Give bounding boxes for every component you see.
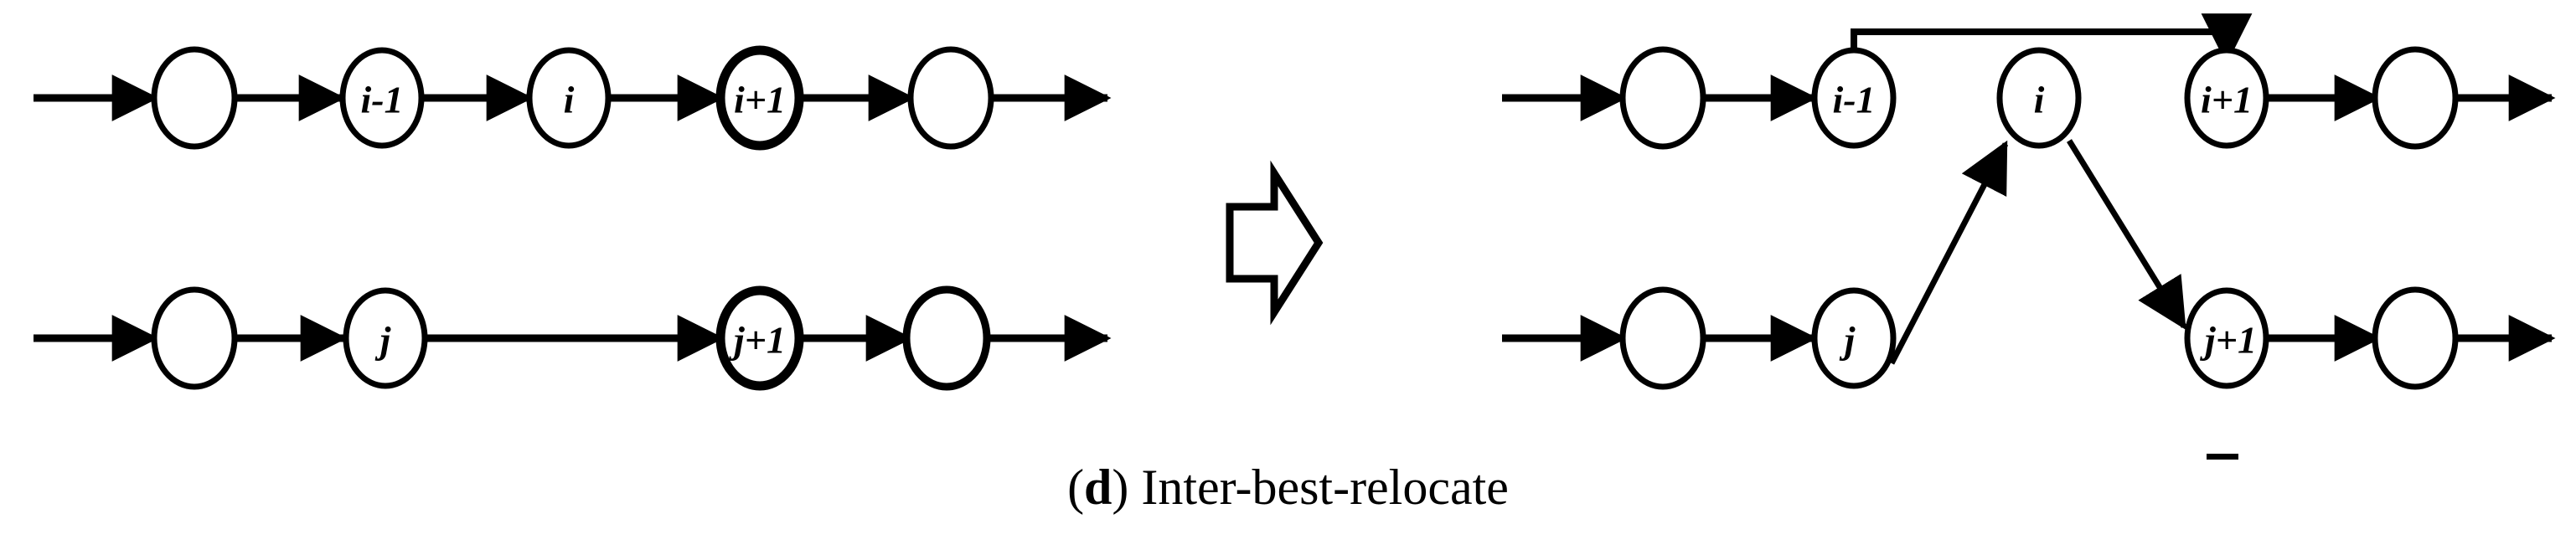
node-label-i-plus-1: i+1 — [2201, 79, 2253, 121]
node-label-j-plus-1: j+1 — [728, 319, 786, 362]
caption-index: d — [1084, 460, 1112, 515]
node-i — [1996, 47, 2082, 149]
block-arrow-right-icon — [1226, 160, 1324, 326]
node-i-plus-1 — [715, 45, 804, 151]
node-label-i: i — [2034, 79, 2045, 121]
node-label-i: i — [564, 79, 575, 121]
node-i — [526, 47, 612, 149]
node-j — [1811, 287, 1897, 389]
relocate-edge-i-to-j-plus-1 — [2067, 139, 2186, 331]
relocate-edge-j-to-i — [1888, 140, 2009, 365]
node-depot-start — [1619, 46, 1706, 150]
caption-text: ) Inter-best-relocate — [1112, 460, 1509, 515]
after-route-j: j j+1 — [1502, 139, 2556, 460]
node-j-plus-1 — [2184, 287, 2269, 389]
stray-tick-mark — [2207, 454, 2238, 460]
node-depot-end — [902, 285, 991, 391]
before-route-i: i-1 i i+1 — [34, 45, 1112, 151]
node-j — [343, 287, 428, 389]
node-label-i-minus-1: i-1 — [1832, 79, 1875, 121]
node-depot-end — [2372, 286, 2459, 390]
node-label-i-minus-1: i-1 — [360, 79, 403, 121]
after-route-i: i-1 i i+1 — [1502, 13, 2556, 150]
node-label-j-plus-1: j+1 — [2199, 319, 2257, 362]
node-label-i-plus-1: i+1 — [734, 79, 786, 121]
node-i-minus-1 — [1811, 47, 1897, 149]
node-i-plus-1 — [2184, 47, 2269, 149]
bypass-edge-i-minus-1-to-i-plus-1 — [1851, 13, 2253, 64]
caption-prefix: ( — [1067, 460, 1085, 515]
node-depot-start — [151, 46, 238, 150]
node-depot-start — [151, 286, 238, 390]
figure-caption: (d) Inter-best-relocate — [0, 462, 2576, 512]
node-depot-end — [907, 46, 994, 150]
node-i-minus-1 — [339, 47, 425, 149]
node-j-plus-1 — [715, 285, 804, 391]
before-route-j: j j+1 — [34, 285, 1112, 391]
node-depot-end — [2372, 46, 2459, 150]
node-depot-start — [1619, 286, 1706, 390]
